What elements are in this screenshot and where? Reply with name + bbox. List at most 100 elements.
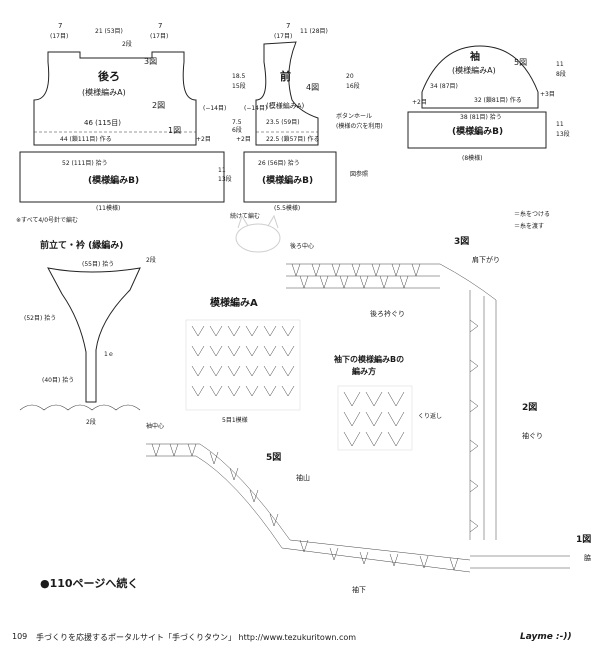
- signature-text: Layme :-)): [520, 632, 572, 642]
- front-dec: (−14目): [244, 105, 267, 112]
- back-b-width: 52 (111目) 拾う: [62, 159, 108, 167]
- back-pattern-b: (模様編みB): [88, 174, 139, 186]
- front-plus2: +2目: [236, 136, 251, 143]
- front-h1: 18.5: [232, 73, 246, 80]
- front-side-label2: (模様の穴を利用): [336, 122, 383, 130]
- sleeve-pattern-a: (模様編みA): [452, 65, 496, 75]
- front-refer: 図参照: [350, 170, 368, 178]
- back-fig3: 3図: [144, 57, 157, 66]
- chart-sleeve-center: 袖中心: [146, 422, 164, 430]
- sleeve-h2: 11: [556, 121, 564, 128]
- back-top-right: 7: [158, 22, 162, 30]
- front-h3-rows: 16段: [346, 82, 360, 90]
- legend: ＝糸をつける ＝糸を渡す: [514, 210, 550, 230]
- pattern-a-label: 模様編みA: [210, 296, 258, 309]
- back-top-left: 7: [58, 22, 62, 30]
- sleeve-h2-rows: 13段: [556, 130, 570, 138]
- front-top-c: (17目): [274, 33, 292, 40]
- cat-watermark: [235, 214, 281, 253]
- collar-rows3: 2段: [86, 418, 96, 426]
- back-fig1: 1図: [168, 126, 181, 135]
- continue-note: ●110ページへ続く: [40, 577, 139, 590]
- back-top-width: 21 (53目): [95, 28, 123, 35]
- collar-pick2: (52目) 拾う: [24, 314, 56, 322]
- back-shoulder-rows: 2段: [122, 40, 132, 48]
- back-plus2: +2目: [196, 136, 211, 143]
- chart-back-neck: 後ろ衿ぐり: [370, 309, 405, 318]
- chart-side-seam: 脇: [584, 554, 591, 562]
- chart-back-center: 後ろ中心: [290, 242, 314, 250]
- collar-title: 前立て・衿 (縁編み): [40, 239, 123, 251]
- pattern-b-title2: 編み方: [352, 366, 376, 376]
- repeat-note: くり返し: [418, 413, 442, 420]
- back-top-right-st: (17目): [150, 33, 168, 40]
- chart-fig1: 1図: [576, 534, 591, 545]
- sleeve-plus3: +3目: [540, 91, 555, 98]
- front-b-width: 26 (56目) 拾う: [258, 159, 300, 167]
- chart-armhole: 袖ぐり: [522, 431, 543, 440]
- chart-fig3: 3図: [454, 236, 469, 247]
- collar-rows2: 1ｅ: [104, 351, 114, 358]
- sleeve-title: 袖: [469, 50, 480, 63]
- sleeve-pattern-b: (模様編みB): [452, 125, 503, 137]
- back-b-bottom: (11模様): [96, 204, 120, 212]
- front-h3: 20: [346, 73, 354, 80]
- collar-pick1: (55目) 拾う: [82, 260, 114, 268]
- front-h4-rows: 13段: [218, 175, 232, 183]
- sleeve-w2: 32 (鎖81目) 作る: [474, 96, 522, 104]
- pattern-b-swatch: 袖下の模様編みBの 編み方 くり返し: [333, 354, 442, 451]
- front-top-a: 7: [286, 22, 290, 30]
- front-fig4: 4図: [306, 83, 319, 92]
- chart-fig5: 5図: [266, 452, 281, 463]
- legend-attach: ＝糸をつける: [514, 210, 550, 218]
- chart-shoulder-slope: 肩下がり: [472, 255, 500, 264]
- front-h1-rows: 15段: [232, 82, 246, 90]
- sleeve-w1: 34 (87目): [430, 83, 458, 90]
- front-top-b: 11 (28目): [300, 28, 328, 35]
- back-dec: (−14目): [203, 105, 226, 112]
- stitch-chart-back: 後ろ中心 3図 肩下がり 後ろ衿ぐり 2図 袖ぐり 1図 脇: [286, 236, 591, 569]
- back-low-width: 44 (鎖111目) 作る: [60, 135, 112, 143]
- back-title: 後ろ: [98, 69, 120, 83]
- needle-note: ※すべて4/0号針で編む: [16, 216, 78, 224]
- front-pattern-a: (模様編みA): [266, 101, 305, 110]
- chart-fig2: 2図: [522, 402, 537, 413]
- pattern-a-swatch: 模様編みA 5目1模様: [185, 296, 301, 424]
- front-h4: 11: [218, 167, 226, 174]
- stitch-chart-sleeve: 袖中心 5図 袖山 袖下: [146, 422, 471, 594]
- sleeve-piece: 袖 (模様編みA) 5図 34 (87目) 32 (鎖81目) 作る +3目 +…: [407, 45, 570, 162]
- front-title: 前: [280, 69, 291, 83]
- front-mid-width: 23.5 (59目): [266, 119, 300, 126]
- back-top-left-st: (17目): [50, 33, 68, 40]
- sleeve-bottom: (8模様): [462, 154, 483, 162]
- collar-rows: 2段: [146, 256, 156, 264]
- back-piece: 7 (17目) 21 (53目) 7 (17目) 2段 3図 後ろ (模様編みA…: [19, 22, 226, 212]
- front-h2-rows: 6段: [232, 126, 242, 134]
- back-pattern-a: (模様編みA): [82, 87, 126, 97]
- back-mid-width: 46 (115目): [84, 119, 121, 127]
- front-note: 続けて編む: [230, 212, 260, 220]
- sleeve-h1-rows: 8段: [556, 70, 566, 78]
- sleeve-fig5: 5図: [514, 58, 527, 67]
- pattern-b-title: 袖下の模様編みBの: [333, 354, 404, 364]
- front-b-bottom: (5.5模様): [274, 204, 300, 212]
- page-footer: 109 手づくりを応援するポータルサイト「手づくりタウン」 http://www…: [0, 628, 600, 648]
- sleeve-h1: 11: [556, 61, 564, 68]
- front-h2: 7.5: [232, 119, 242, 126]
- back-fig2: 2図: [152, 101, 165, 110]
- front-pattern-b: (模様編みB): [262, 174, 313, 186]
- sleeve-w3: 38 (81目) 拾う: [460, 113, 502, 121]
- pattern-a-repeat: 5目1模様: [222, 416, 248, 424]
- collar-edging: 前立て・衿 (縁編み) (55目) 拾う 2段 (52目) 拾う 1ｅ (40目…: [19, 239, 156, 426]
- sleeve-plus2: +2目: [412, 99, 427, 106]
- collar-pick3: (40目) 拾う: [42, 376, 74, 384]
- portal-text: 手づくりを応援するポータルサイト「手づくりタウン」 http://www.tez…: [36, 633, 357, 642]
- chart-under-sleeve: 袖下: [352, 585, 366, 594]
- front-low-width: 22.5 (鎖57目) 作る: [266, 135, 320, 143]
- front-side-label: ボタンホール: [336, 112, 372, 120]
- page-number: 109: [12, 632, 28, 641]
- chart-sleeve-cap: 袖山: [296, 473, 310, 482]
- front-piece: 7 (17目) 11 (28目) 前 4図 (模様編みA) (−14目) 23.…: [218, 22, 383, 220]
- legend-cut: ＝糸を渡す: [514, 222, 544, 230]
